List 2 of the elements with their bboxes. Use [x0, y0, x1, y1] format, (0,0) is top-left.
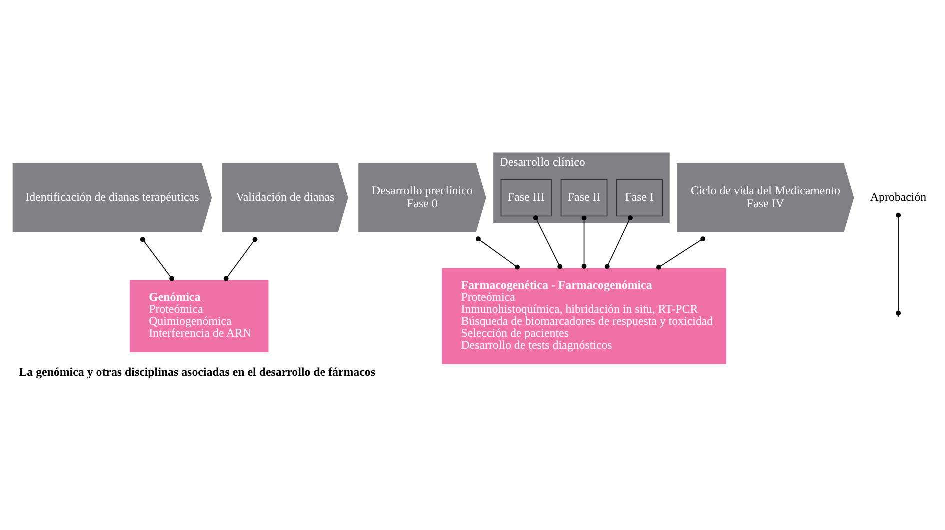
node-text: Aprobación [870, 190, 927, 204]
caption: La genómica y otras disciplinas asociadas en el desarrollo de fármacos [19, 365, 376, 380]
